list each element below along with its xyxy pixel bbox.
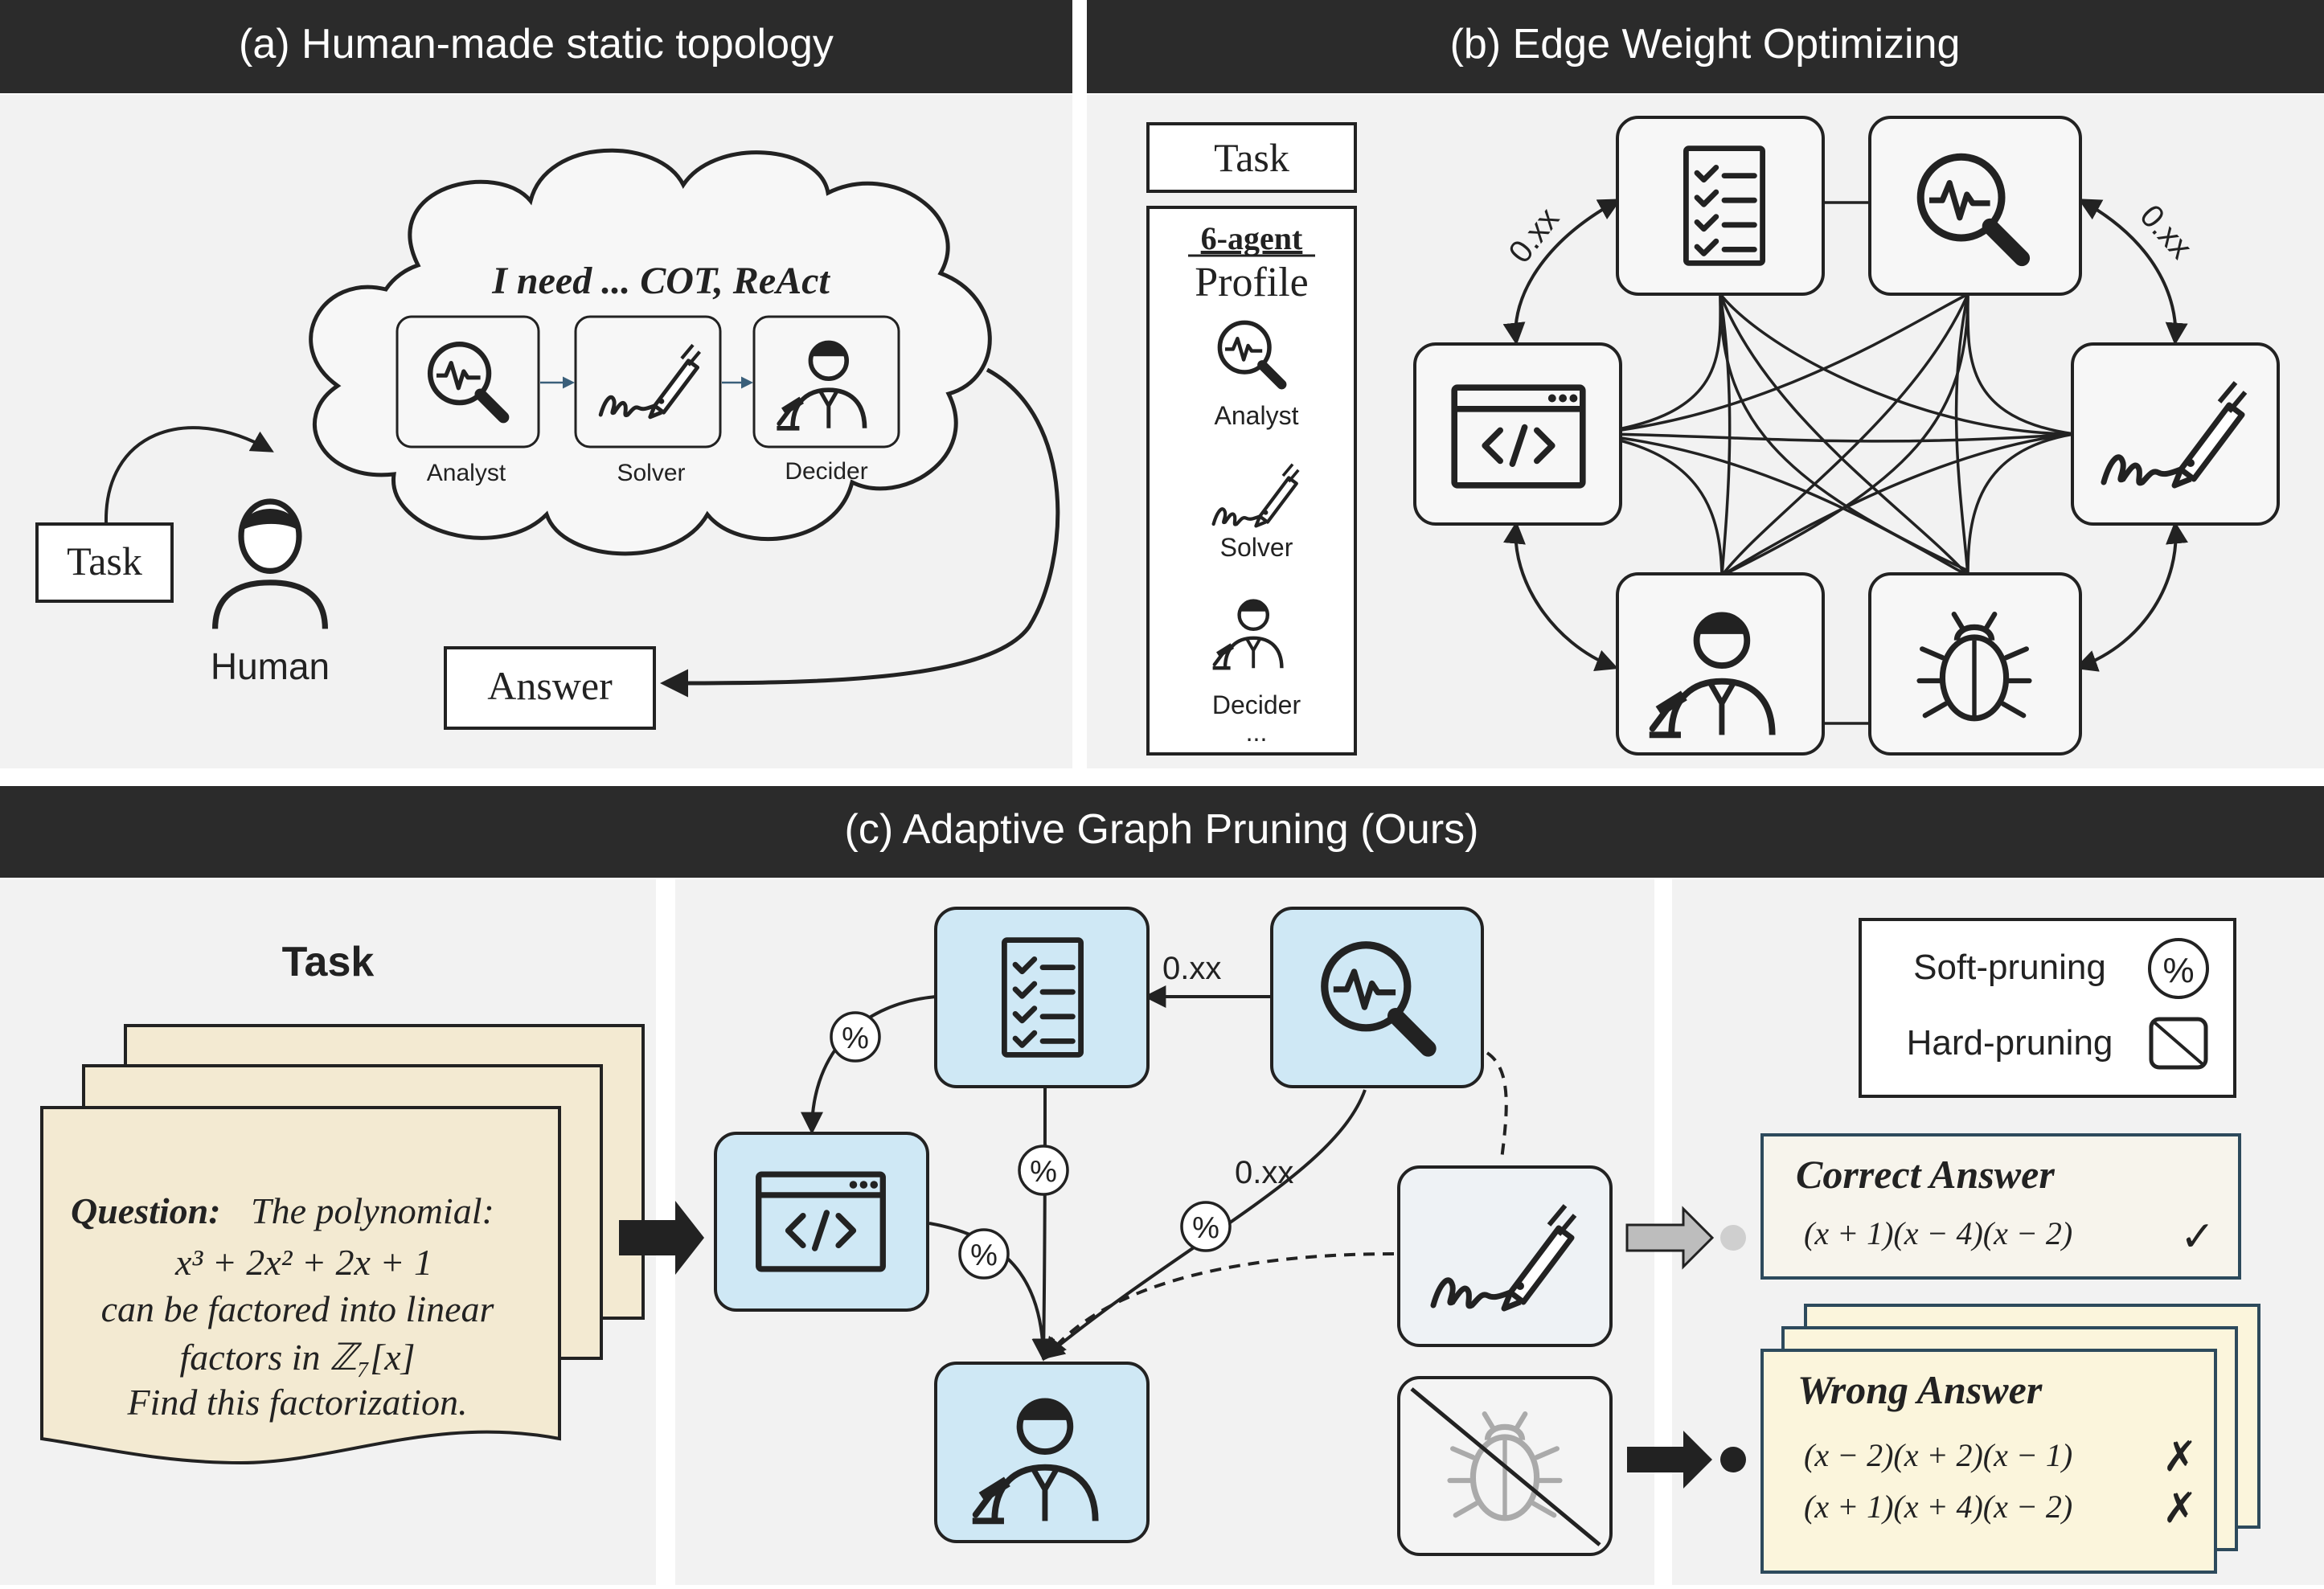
node-analyst — [1868, 116, 2082, 296]
panel-a: (a) Human-made static topology I need ..… — [0, 0, 1072, 768]
outer-edge — [2078, 199, 2188, 346]
profile-subtitle: Profile — [1195, 260, 1309, 305]
soft-prune-badge: % — [1180, 1201, 1232, 1252]
edge-checklist-decider — [1032, 1086, 1055, 1362]
c-node-analyst — [1270, 907, 1484, 1088]
percent-symbol: % — [1192, 1211, 1219, 1245]
hard-prune-slash — [1410, 1387, 1601, 1546]
cloud-agent-label: Solver — [617, 460, 685, 486]
legend-hard-slash — [2153, 1021, 2204, 1066]
legend-hard-label: Hard-pruning — [1907, 1023, 2113, 1063]
c-node-coder — [714, 1132, 929, 1312]
panel-a-header-bar — [0, 0, 1072, 93]
edge-analyst-solver-dashed — [1486, 1051, 1508, 1160]
correct-answer-value: (x + 1)(x − 4)(x − 2) — [1804, 1215, 2072, 1251]
soft-prune-badge: % — [1018, 1145, 1069, 1196]
panel-b-header-bar — [1087, 0, 2324, 93]
wrong-arrow — [1627, 1431, 1712, 1489]
wrong-dot — [1720, 1447, 1746, 1472]
paper-front — [40, 1106, 561, 1465]
panel-c-header-bar — [0, 786, 2324, 878]
cloud-agent-label: Analyst — [427, 460, 506, 486]
edge-solver-decider-dashed — [1043, 1252, 1395, 1361]
node-debugger — [1868, 572, 2082, 756]
c-node-solver — [1397, 1165, 1613, 1347]
wrong-answer-title: Wrong Answer — [1797, 1367, 2043, 1412]
cloud-agent-analyst: Analyst — [396, 315, 540, 486]
answer-box — [444, 646, 656, 730]
percent-symbol: % — [970, 1239, 998, 1272]
panel-a-task-label: Task — [67, 539, 142, 584]
soft-prune-badge: % — [830, 1011, 881, 1063]
outer-edge — [1502, 199, 1621, 346]
correct-arrow — [1625, 1206, 1715, 1270]
weight-label-middle: 0.xx — [1235, 1155, 1293, 1190]
question-line: factors in ℤ₇[x] — [179, 1337, 415, 1378]
cloud-to-answer-edge — [660, 367, 1060, 698]
legend-percent: % — [2162, 951, 2194, 990]
cloud-agent-label: Decider — [785, 458, 867, 485]
c-node-decider — [934, 1362, 1150, 1543]
task-to-human-edge — [104, 426, 274, 523]
edge-coder-decider — [928, 1222, 1055, 1362]
outer-edge — [2074, 521, 2188, 672]
human-label: Human — [211, 645, 330, 687]
profile-agent-label: Analyst — [1215, 401, 1299, 430]
panel-a-task-box — [35, 522, 174, 603]
node-decider — [1616, 572, 1825, 756]
wrong-mark: ✗ — [2162, 1434, 2198, 1480]
wrong-answer-box — [1760, 1349, 2217, 1574]
question-label: Question: — [71, 1190, 221, 1231]
question-line: Find this factorization. — [127, 1382, 468, 1423]
panel-b: (b) Edge Weight Optimizing Task 6-agent … — [1087, 0, 2324, 768]
panel-c-header: (c) Adaptive Graph Pruning (Ours) — [845, 806, 1479, 853]
wrong-answer-value: (x + 1)(x + 4)(x − 2) — [1804, 1489, 2072, 1525]
cloud-agent-solver: Solver — [574, 315, 722, 486]
input-arrow — [619, 1201, 704, 1275]
panel-c: (c) Adaptive Graph Pruning (Ours) Task Q… — [0, 786, 2324, 1585]
panel-b-header: (b) Edge Weight Optimizing — [1450, 21, 1961, 68]
node-coder — [1413, 342, 1622, 526]
profile-agent-label: Solver — [1220, 533, 1293, 562]
legend-soft-label: Soft-pruning — [1913, 948, 2106, 987]
question-line: x³ + 2x² + 2x + 1 — [174, 1242, 432, 1283]
percent-symbol: % — [1030, 1155, 1057, 1189]
wrong-answer-value: (x − 2)(x + 2)(x − 1) — [1804, 1437, 2072, 1473]
mesh-edges — [1586, 201, 2075, 725]
thought-text: I need ... COT, ReAct — [491, 260, 830, 302]
profile-ellipsis: ... — [1246, 718, 1268, 747]
weight-label-top: 0.xx — [1162, 951, 1221, 986]
legend-soft-symbol — [2148, 938, 2209, 999]
c-node-debugger-pruned — [1397, 1376, 1613, 1556]
correct-dot — [1720, 1225, 1746, 1251]
soft-prune-badge: % — [958, 1228, 1010, 1280]
profile-box — [1146, 206, 1357, 756]
profile-agent-label: Decider — [1212, 690, 1301, 719]
profile-title: 6-agent — [1201, 220, 1303, 256]
wrong-mark: ✗ — [2162, 1485, 2198, 1532]
panel-b-task-box — [1146, 122, 1357, 193]
cloud-agent-decider: Decider — [752, 315, 900, 485]
correct-mark: ✓ — [2180, 1214, 2215, 1260]
answer-label: Answer — [487, 663, 613, 708]
percent-symbol: % — [842, 1022, 869, 1055]
panel-a-header: (a) Human-made static topology — [239, 21, 834, 68]
panel-b-task-label: Task — [1214, 135, 1289, 180]
question-line: The polynomial: — [251, 1190, 494, 1231]
question-line: can be factored into linear — [101, 1288, 495, 1329]
node-checklist — [1616, 116, 1825, 296]
panel-c-task-title: Task — [282, 939, 375, 985]
outer-edge — [1503, 521, 1619, 672]
c-node-checklist — [934, 907, 1150, 1088]
correct-answer-box — [1760, 1133, 2241, 1280]
correct-answer-title: Correct Answer — [1796, 1152, 2055, 1197]
node-solver — [2071, 342, 2280, 526]
